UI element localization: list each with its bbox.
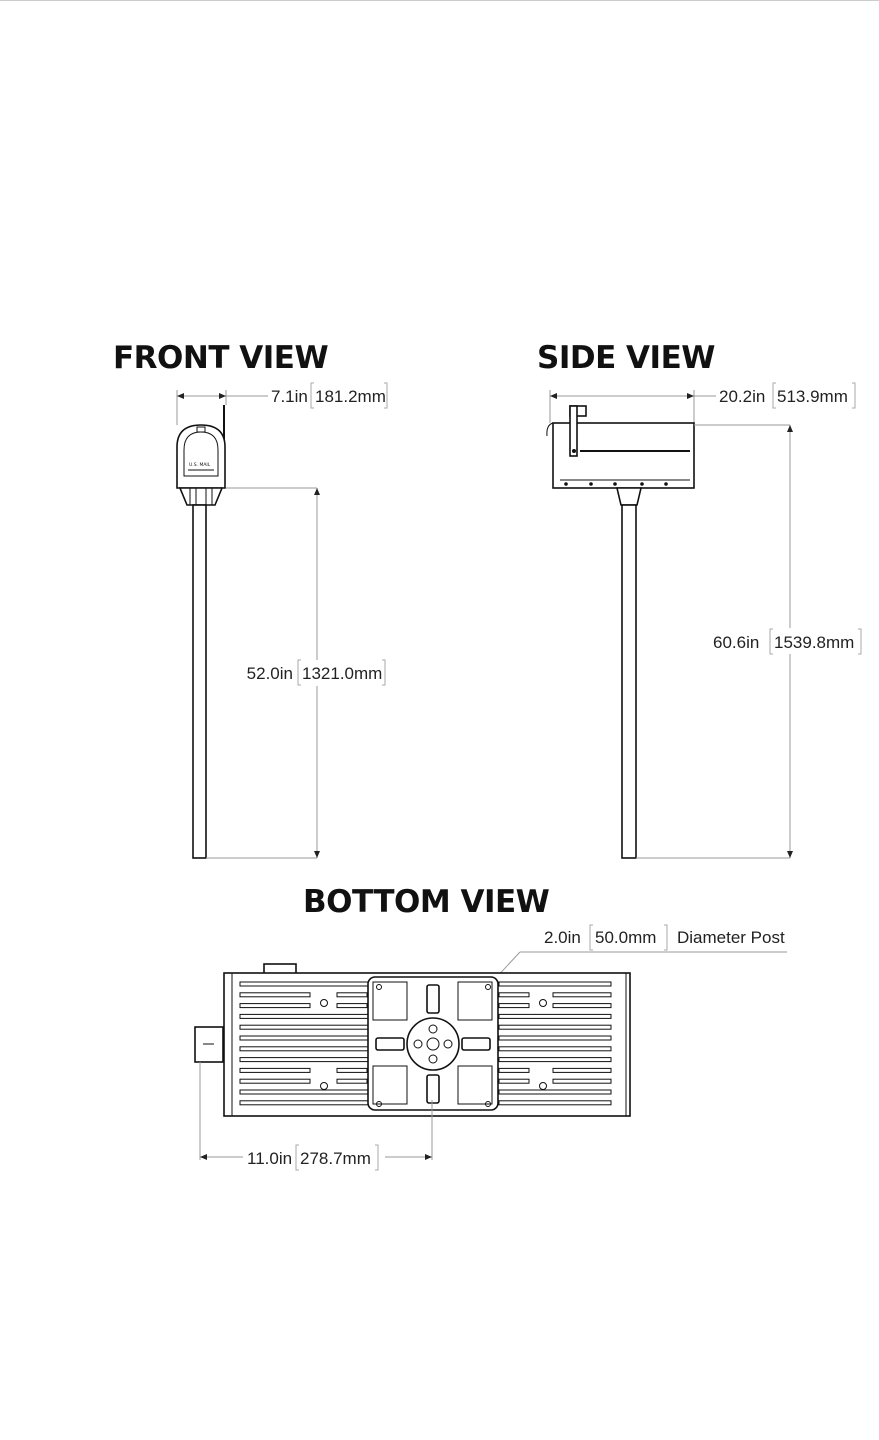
post-diameter-label: Diameter Post <box>677 928 785 947</box>
bottom-offset-mm: 278.7mm <box>300 1149 371 1168</box>
plate-pad <box>372 1065 408 1105</box>
front-height-mm: 1321.0mm <box>302 664 382 683</box>
slat <box>498 992 530 998</box>
hole <box>539 1082 547 1090</box>
slat <box>498 1003 530 1009</box>
slat <box>552 992 612 998</box>
slat <box>239 1003 311 1009</box>
post-diameter-callout: 2.0in 50.0mm Diameter Post <box>451 924 787 1026</box>
side-height-in: 60.6in <box>713 633 759 652</box>
slat <box>498 981 612 987</box>
slat <box>336 992 368 998</box>
bolt <box>428 1054 438 1064</box>
slat <box>498 1067 530 1073</box>
post-circle <box>406 1017 460 1071</box>
side-height-mm: 1539.8mm <box>774 633 854 652</box>
hole <box>376 1101 382 1107</box>
slat <box>552 1003 612 1009</box>
slat <box>498 1024 612 1030</box>
front-view: FRONT VIEW 7.1in 181.2mm U.S. MAIL <box>113 340 388 859</box>
slat <box>239 1078 311 1084</box>
bottom-offset-in: 11.0in <box>247 1149 292 1168</box>
side-length-mm: 513.9mm <box>777 387 848 406</box>
hole <box>539 999 547 1007</box>
bolt <box>443 1039 453 1049</box>
slat <box>498 1035 612 1041</box>
plate-tab <box>426 984 440 1014</box>
bottom-offset-dimension: 11.0in 278.7mm <box>199 1062 433 1171</box>
post-diameter-mm: 50.0mm <box>595 928 656 947</box>
bottom-mailbox-drawing <box>194 963 631 1117</box>
front-height-dimension: 52.0in 1321.0mm <box>206 487 388 859</box>
plate-pad <box>372 981 408 1021</box>
mailbox-label: U.S. MAIL <box>189 462 211 468</box>
post-center <box>426 1037 440 1051</box>
slat <box>498 1100 612 1106</box>
side-length-dimension: 20.2in 513.9mm <box>549 382 856 423</box>
front-mailbox-drawing: U.S. MAIL <box>176 405 226 859</box>
side-height-dimension: 60.6in 1539.8mm <box>636 424 865 859</box>
front-height-in: 52.0in <box>247 664 293 683</box>
plate-tab <box>461 1037 491 1051</box>
slat <box>498 1089 612 1095</box>
slat <box>498 1013 612 1019</box>
slat <box>336 1078 368 1084</box>
front-width-in: 7.1in <box>271 387 308 406</box>
side-mailbox-drawing <box>546 405 695 859</box>
slat <box>552 1067 612 1073</box>
side-length-in: 20.2in <box>719 387 765 406</box>
plate-pad <box>457 1065 493 1105</box>
hole <box>485 1101 491 1107</box>
slat <box>498 1057 612 1063</box>
front-width-dimension: 7.1in 181.2mm <box>176 382 388 425</box>
bottom-view-title: BOTTOM VIEW <box>303 884 550 920</box>
plate-tab <box>426 1074 440 1104</box>
plate-tab <box>375 1037 405 1051</box>
slat <box>498 1078 530 1084</box>
bolt <box>428 1024 438 1034</box>
hole <box>485 984 491 990</box>
slat <box>498 1046 612 1052</box>
slat <box>336 1003 368 1009</box>
hole <box>376 984 382 990</box>
plate-pad <box>457 981 493 1021</box>
slat <box>239 992 311 998</box>
hole <box>320 1082 328 1090</box>
slat <box>239 1067 311 1073</box>
front-view-title: FRONT VIEW <box>113 340 328 376</box>
slat <box>336 1067 368 1073</box>
bolt <box>413 1039 423 1049</box>
side-view: SIDE VIEW 20.2in 513.9mm <box>537 340 865 859</box>
post-diameter-in: 2.0in <box>544 928 581 947</box>
slat <box>552 1078 612 1084</box>
bottom-view: BOTTOM VIEW 2.0in 50.0mm Diameter Post 1… <box>194 884 787 1171</box>
side-view-title: SIDE VIEW <box>537 340 715 376</box>
hole <box>320 999 328 1007</box>
front-width-mm: 181.2mm <box>315 387 386 406</box>
